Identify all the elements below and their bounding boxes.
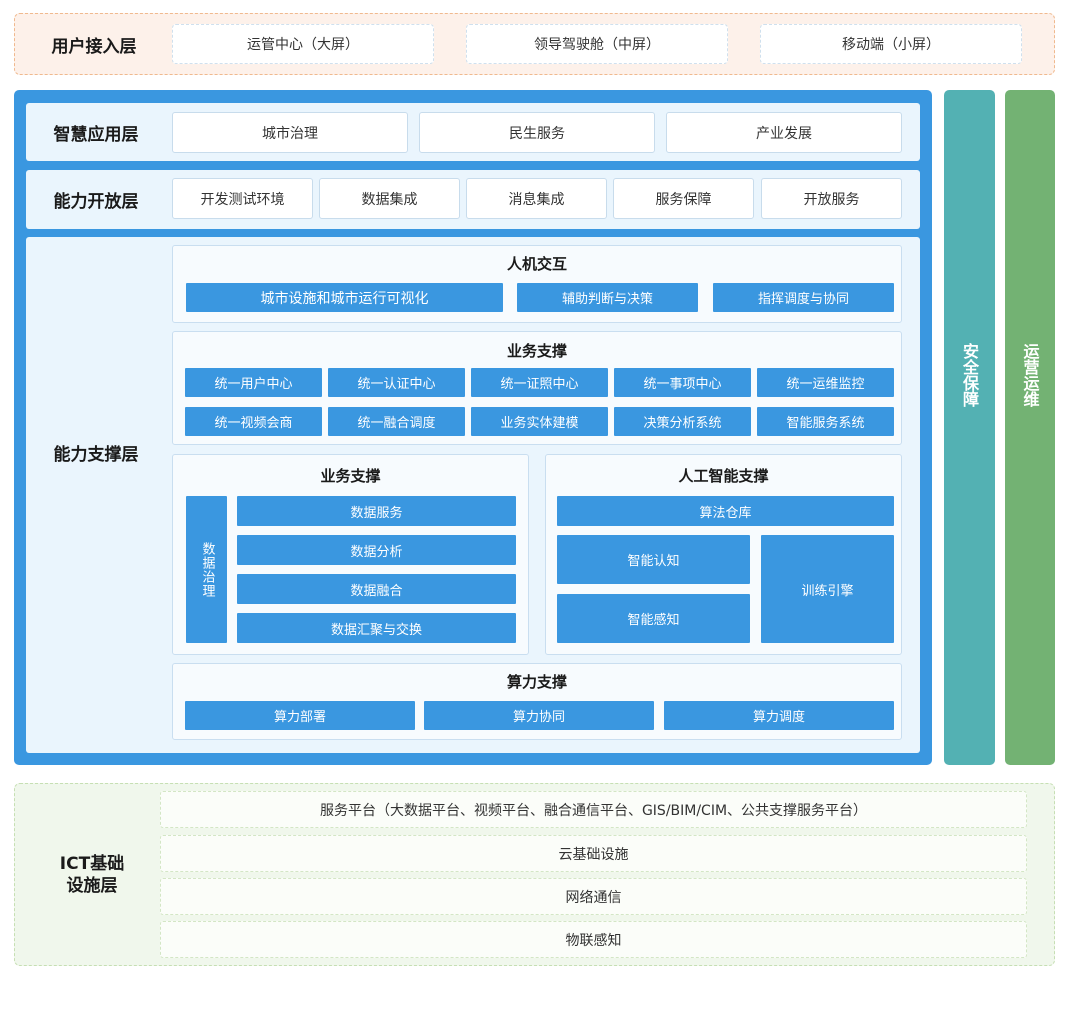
data-governance-label: 数据治理 xyxy=(199,541,215,598)
open-item-service-guarantee: 服务保障 xyxy=(613,178,754,219)
user-item-ops-center: 运管中心（大屏） xyxy=(172,24,434,64)
app-item-city-governance: 城市治理 xyxy=(172,112,408,153)
ict-layer-label: ICT基础 设施层 xyxy=(24,783,160,966)
ict-item-service-platform: 服务平台（大数据平台、视频平台、融合通信平台、GIS/BIM/CIM、公共支撑服… xyxy=(160,791,1027,828)
hci-title: 人机交互 xyxy=(506,254,567,273)
ict-item-network: 网络通信 xyxy=(160,878,1027,915)
ict-item-cloud: 云基础设施 xyxy=(160,835,1027,872)
hci-item-dispatch: 指挥调度与协同 xyxy=(713,283,894,312)
compute-title: 算力支撑 xyxy=(506,672,567,691)
hci-item-visualization: 城市设施和城市运行可视化 xyxy=(186,283,503,312)
biz-item: 决策分析系统 xyxy=(614,407,751,436)
ai-item-algorithm-warehouse: 算法仓库 xyxy=(557,496,894,526)
ict-layer-label-line1: ICT基础 xyxy=(59,853,125,874)
ai-item-training-engine: 训练引擎 xyxy=(761,535,894,643)
user-item-cockpit: 领导驾驶舱（中屏） xyxy=(466,24,728,64)
biz-item: 业务实体建模 xyxy=(471,407,608,436)
ai-support-title: 人工智能支撑 xyxy=(678,466,769,485)
open-item-dev-test: 开发测试环境 xyxy=(172,178,313,219)
app-item-industry: 产业发展 xyxy=(666,112,902,153)
data-item-fusion: 数据融合 xyxy=(237,574,516,604)
data-item-exchange: 数据汇聚与交换 xyxy=(237,613,516,643)
user-access-layer-label: 用户接入层 xyxy=(51,36,137,57)
open-layer-label: 能力开放层 xyxy=(53,192,139,212)
biz-item: 统一事项中心 xyxy=(614,368,751,397)
security-pillar-label: 安全保障 xyxy=(960,343,979,407)
compute-item-collaboration: 算力协同 xyxy=(424,701,654,730)
smart-app-layer-label: 智慧应用层 xyxy=(53,124,139,145)
app-item-livelihood: 民生服务 xyxy=(419,112,655,153)
open-item-data-integration: 数据集成 xyxy=(319,178,460,219)
open-item-open-service: 开放服务 xyxy=(761,178,902,219)
compute-item-deploy: 算力部署 xyxy=(185,701,415,730)
user-item-mobile: 移动端（小屏） xyxy=(760,24,1022,64)
biz-item: 统一用户中心 xyxy=(185,368,322,397)
data-item-service: 数据服务 xyxy=(237,496,516,526)
data-support-title: 业务支撑 xyxy=(320,466,381,485)
open-item-message-integration: 消息集成 xyxy=(466,178,607,219)
biz-support-title: 业务支撑 xyxy=(506,341,567,360)
ict-layer-label-line2: 设施层 xyxy=(66,875,118,896)
security-pillar: 安全保障 xyxy=(944,90,995,765)
compute-item-scheduling: 算力调度 xyxy=(664,701,894,730)
biz-item: 统一视频会商 xyxy=(185,407,322,436)
ict-item-iot: 物联感知 xyxy=(160,921,1027,958)
ai-item-perception: 智能感知 xyxy=(557,594,750,643)
operations-pillar-label: 运营运维 xyxy=(1020,343,1040,407)
biz-item: 智能服务系统 xyxy=(757,407,894,436)
hci-item-decision: 辅助判断与决策 xyxy=(517,283,698,312)
biz-item: 统一运维监控 xyxy=(757,368,894,397)
support-layer-label: 能力支撑层 xyxy=(53,444,139,465)
biz-item: 统一认证中心 xyxy=(328,368,465,397)
ai-item-cognition: 智能认知 xyxy=(557,535,750,584)
operations-pillar: 运营运维 xyxy=(1005,90,1055,765)
biz-item: 统一融合调度 xyxy=(328,407,465,436)
biz-item: 统一证照中心 xyxy=(471,368,608,397)
data-item-analysis: 数据分析 xyxy=(237,535,516,565)
